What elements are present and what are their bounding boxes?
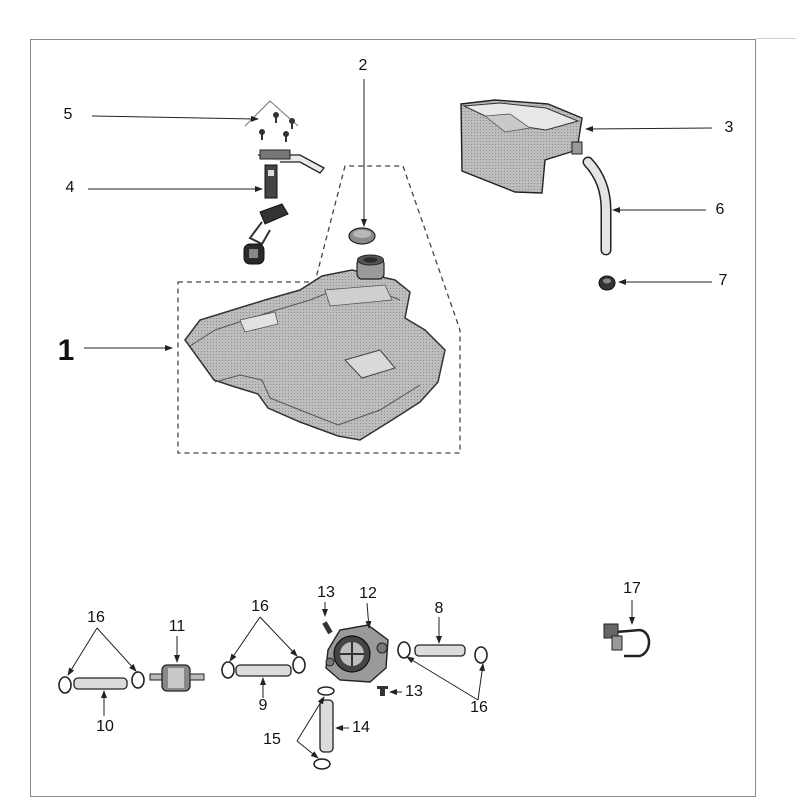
fuel-filter — [149, 664, 205, 692]
callout-4: 4 — [65, 179, 75, 196]
callout-9: 9 — [258, 697, 268, 714]
filler-neck — [356, 254, 385, 280]
screw-13-upper — [322, 621, 333, 635]
callout-16-right: 16 — [470, 699, 488, 716]
hose-clip-left-8 — [397, 641, 411, 659]
frame-edge-line — [756, 38, 796, 39]
callout-17: 17 — [623, 580, 641, 597]
callout-2: 2 — [358, 57, 368, 74]
grommet — [598, 275, 616, 291]
fuel-hose-9 — [235, 664, 292, 677]
tank-tray — [460, 99, 583, 194]
callout-10: 10 — [96, 718, 114, 735]
callout-16-middle: 16 — [251, 598, 269, 615]
fuel-hose-10 — [73, 677, 128, 690]
callout-3: 3 — [724, 119, 734, 136]
screw-13-lower — [377, 686, 388, 696]
hose-clip-right-9 — [292, 656, 306, 674]
fuel-hose-14 — [319, 699, 334, 753]
callout-16-left: 16 — [87, 609, 105, 626]
callout-1: 1 — [57, 334, 75, 367]
callout-12: 12 — [359, 585, 377, 602]
callout-11: 11 — [168, 618, 186, 635]
callout-13-upper: 13 — [317, 584, 335, 601]
diagram-frame — [30, 39, 756, 797]
callout-7: 7 — [718, 272, 728, 289]
hose-clip-right-10 — [131, 671, 145, 689]
hose-clip-bottom-15 — [313, 758, 331, 770]
fuel-cap — [348, 227, 376, 245]
callout-8: 8 — [434, 600, 444, 617]
fuel-sender-unit — [243, 149, 325, 265]
pipe-clamp — [603, 623, 651, 658]
hose-clip-left-10 — [58, 676, 72, 694]
leader-lines — [67, 79, 713, 759]
vacuum-pump — [325, 624, 389, 683]
callout-5: 5 — [63, 106, 73, 123]
hose-clip-right-8 — [474, 646, 488, 664]
hose-clip-left-9 — [221, 661, 235, 679]
hose-clip-top-15 — [317, 686, 335, 696]
tank-outline-dashed — [177, 165, 461, 454]
callout-14: 14 — [352, 719, 370, 736]
callout-15: 15 — [263, 731, 281, 748]
fuel-hose-8 — [414, 644, 466, 657]
screw-set — [244, 100, 299, 142]
fuel-tank — [184, 269, 446, 441]
callout-13-lower: 13 — [405, 683, 423, 700]
callout-6: 6 — [715, 201, 725, 218]
